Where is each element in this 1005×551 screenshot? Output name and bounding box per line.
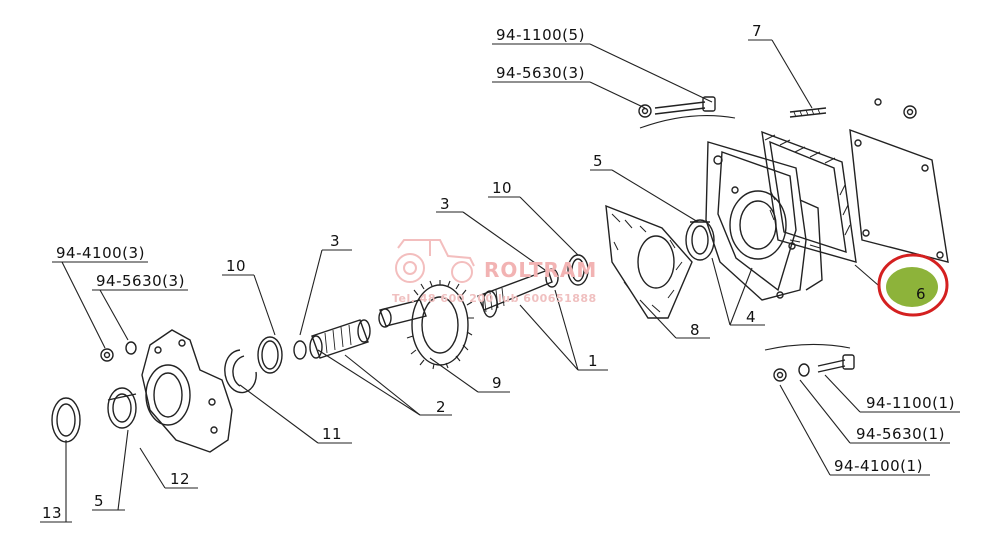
gear-part [378,280,474,370]
label-bolt-94-1100-1: 94-1100(1) [866,394,955,412]
shaft-part [477,269,553,318]
label-part-3-top: 3 [440,195,451,213]
label-bolt-94-1100-5: 94-1100(5) [496,26,585,44]
watermark-tractor-logo [395,239,475,283]
label-part-4: 4 [746,308,757,326]
circlip-top-part [567,254,589,286]
watermark-brand: ROLTRAM [484,258,598,282]
oring-top-part [545,268,559,288]
label-nut-94-4100-1: 94-4100(1) [834,457,923,475]
label-part-13: 13 [42,504,63,522]
leader-lines [40,39,960,523]
label-part-6: 6 [916,285,927,303]
nut-left-part [100,348,114,362]
highlight-callout [877,253,949,317]
label-part-12: 12 [170,470,191,488]
snap-ring-part [224,349,257,394]
bolt-top-part [638,96,716,118]
washer-left-part [125,341,137,355]
stud-part [789,107,827,118]
splined-sleeve-part [309,319,371,359]
gasket-8-part [605,204,693,319]
label-part-10-top: 10 [492,179,513,197]
housing-flange-part [705,141,823,301]
cover-plate-part [849,98,949,263]
label-part-1: 1 [588,352,599,370]
label-part-5-bottom: 5 [94,492,105,510]
label-nut-94-4100-3: 94-4100(3) [56,244,145,262]
bolt-bottom-part [773,354,855,382]
label-washer-94-5630-1: 94-5630(1) [856,425,945,443]
oring-left-part [293,340,307,360]
circlip-left-part [257,336,283,374]
label-part-3-left: 3 [330,232,341,250]
label-part-7: 7 [752,22,763,40]
label-washer-94-5630-3-top: 94-5630(3) [496,64,585,82]
watermark-contact: Tel. 48 600 200 lub 600651888 [392,292,597,305]
label-part-2: 2 [436,398,447,416]
seal-ring-bottom-part [107,387,137,429]
label-part-5-right: 5 [593,152,604,170]
gasket-part [761,130,857,263]
label-part-8: 8 [690,321,701,339]
label-part-11: 11 [322,425,343,443]
label-washer-94-5630-3-left: 94-5630(3) [96,272,185,290]
label-part-9: 9 [492,374,503,392]
label-part-10-left: 10 [226,257,247,275]
seal-ring-right-part [685,219,715,261]
oil-seal-part [51,397,81,443]
bearing-housing-part [141,329,233,453]
